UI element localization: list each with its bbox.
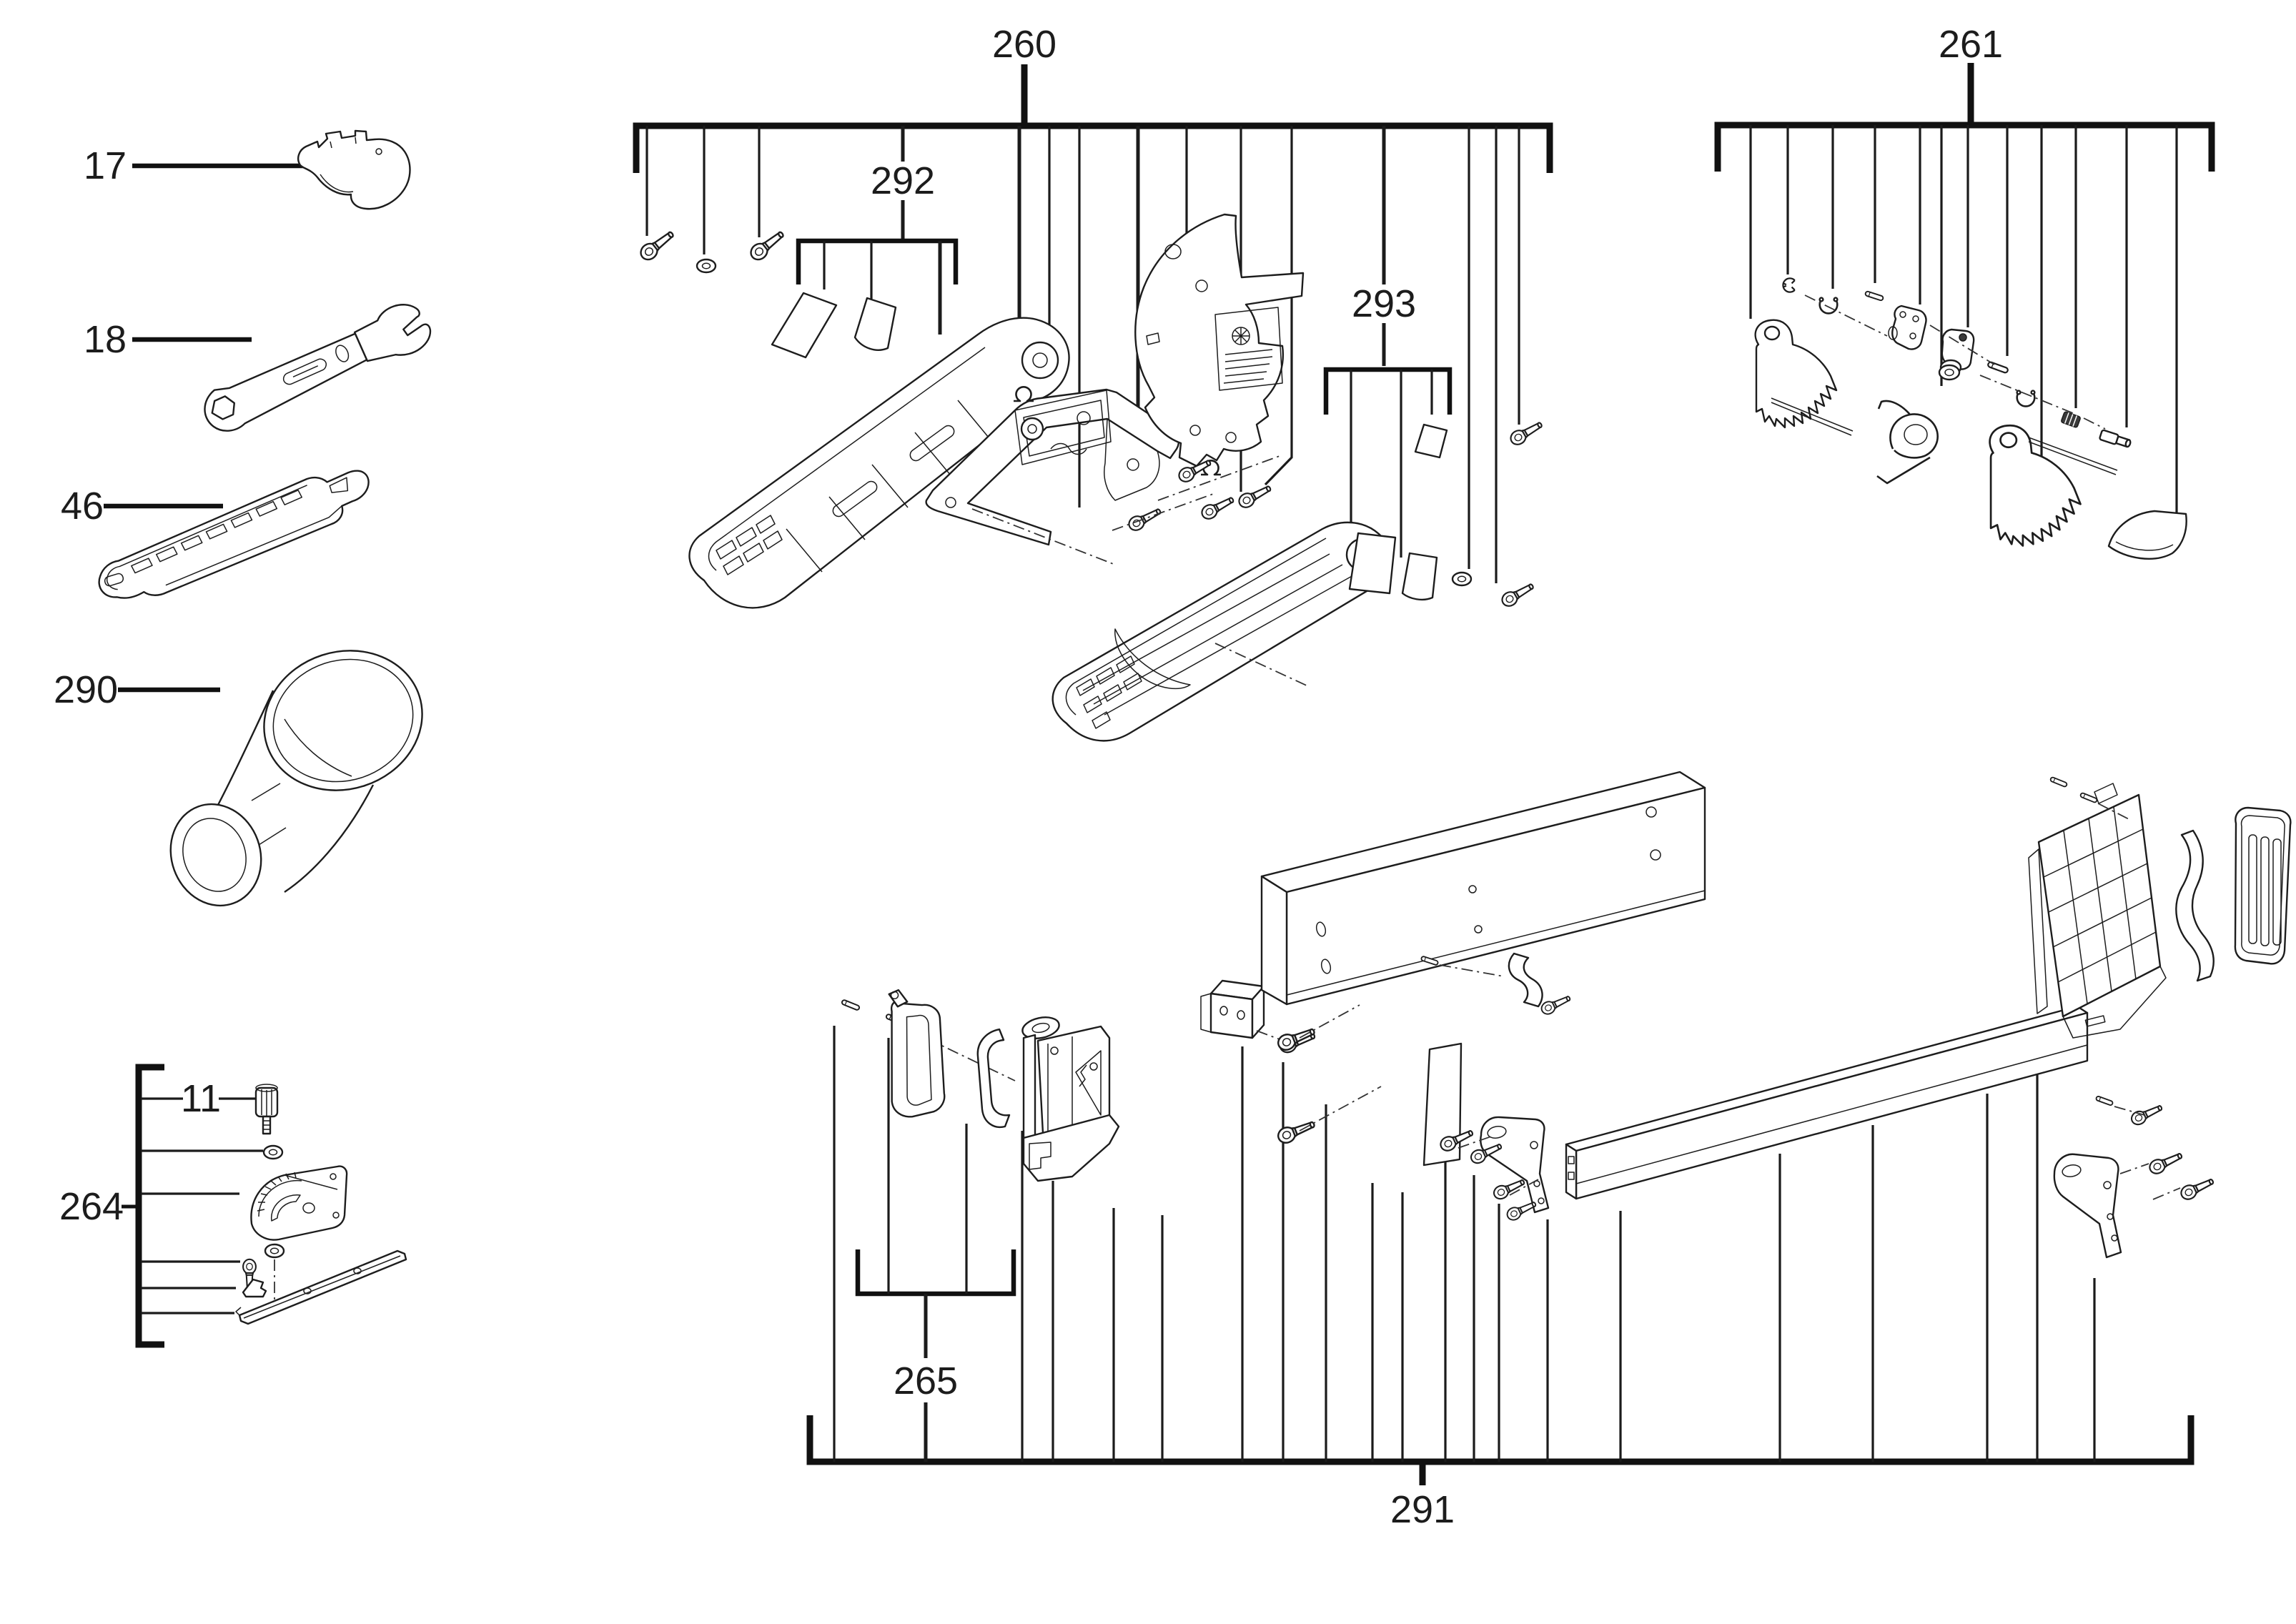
callout-265: 265 (894, 1360, 958, 1402)
part-upper-guard-shell (688, 317, 1070, 609)
callout-292: 292 (871, 159, 935, 202)
part-17-blade-guard-insert (132, 129, 411, 210)
group-260-blade-guard (633, 64, 1553, 742)
label-sticker (853, 297, 897, 351)
part-fence-extrusion (1565, 1005, 2089, 1200)
part-290-dust-chute (118, 650, 423, 907)
group-293-hardware (1323, 367, 1453, 601)
group-261-anti-kickback (1714, 63, 2215, 560)
part-pawl-cover (2107, 510, 2187, 560)
part-protractor-head (250, 1165, 348, 1241)
part-z-spring-clip (1508, 952, 1543, 1008)
callout-17: 17 (84, 144, 127, 187)
part-riving-knife-arm (925, 388, 1180, 565)
washer (696, 258, 717, 274)
group-264-miter-gauge (122, 1064, 407, 1348)
part-riving-knife-plate (1134, 213, 1305, 467)
label-sticker (771, 292, 838, 359)
washer (264, 1243, 285, 1259)
callout-293: 293 (1352, 282, 1416, 325)
label-sticker (1414, 423, 1448, 459)
part-pawl-latch-plate (1888, 304, 1927, 350)
callout-291: 291 (1390, 1488, 1455, 1531)
callout-260: 260 (992, 23, 1057, 66)
washer (262, 1144, 284, 1160)
part-bar-clamp-tab (242, 1278, 267, 1298)
part-spacer-bushing (2061, 411, 2081, 428)
part-fence-clamp-body (1021, 1016, 1120, 1182)
part-11-lock-knob (254, 1084, 279, 1135)
part-torsion-spring (1876, 400, 1939, 485)
label-sticker (1422, 1042, 1463, 1167)
part-channel-bracket (1200, 979, 1265, 1039)
part-18-blade-wrench (132, 304, 432, 432)
part-fence-grip-pad (2234, 806, 2292, 965)
callout-46: 46 (61, 485, 104, 528)
part-shoulder-stud (2099, 429, 2132, 448)
callout-261: 261 (1939, 23, 2003, 66)
callout-11: 11 (181, 1077, 221, 1120)
group-291-rip-fence (806, 771, 2292, 1485)
callout-264: 264 (59, 1185, 124, 1228)
washer (1451, 571, 1473, 587)
part-fence-spring-clip (976, 1028, 1011, 1129)
part-pawl-cam-lock (1938, 328, 1975, 381)
group-265-fence-clamp (855, 1038, 1016, 1462)
label-sticker (1401, 552, 1438, 601)
part-46-push-stick (98, 470, 370, 599)
part-fence-head-block (2028, 783, 2167, 1039)
label-sticker (1348, 532, 1397, 595)
callout-290: 290 (54, 668, 118, 711)
part-l-bracket (1480, 1116, 1550, 1214)
part-fence-cam-lever (888, 989, 946, 1118)
callout-18: 18 (84, 318, 127, 361)
part-fence-rail (1260, 771, 1706, 1006)
part-miter-bar (235, 1249, 407, 1325)
part-fence-leaf-spring (2175, 829, 2215, 982)
group-292-guard-shell (771, 238, 959, 359)
part-l-bracket (2053, 1153, 2122, 1259)
